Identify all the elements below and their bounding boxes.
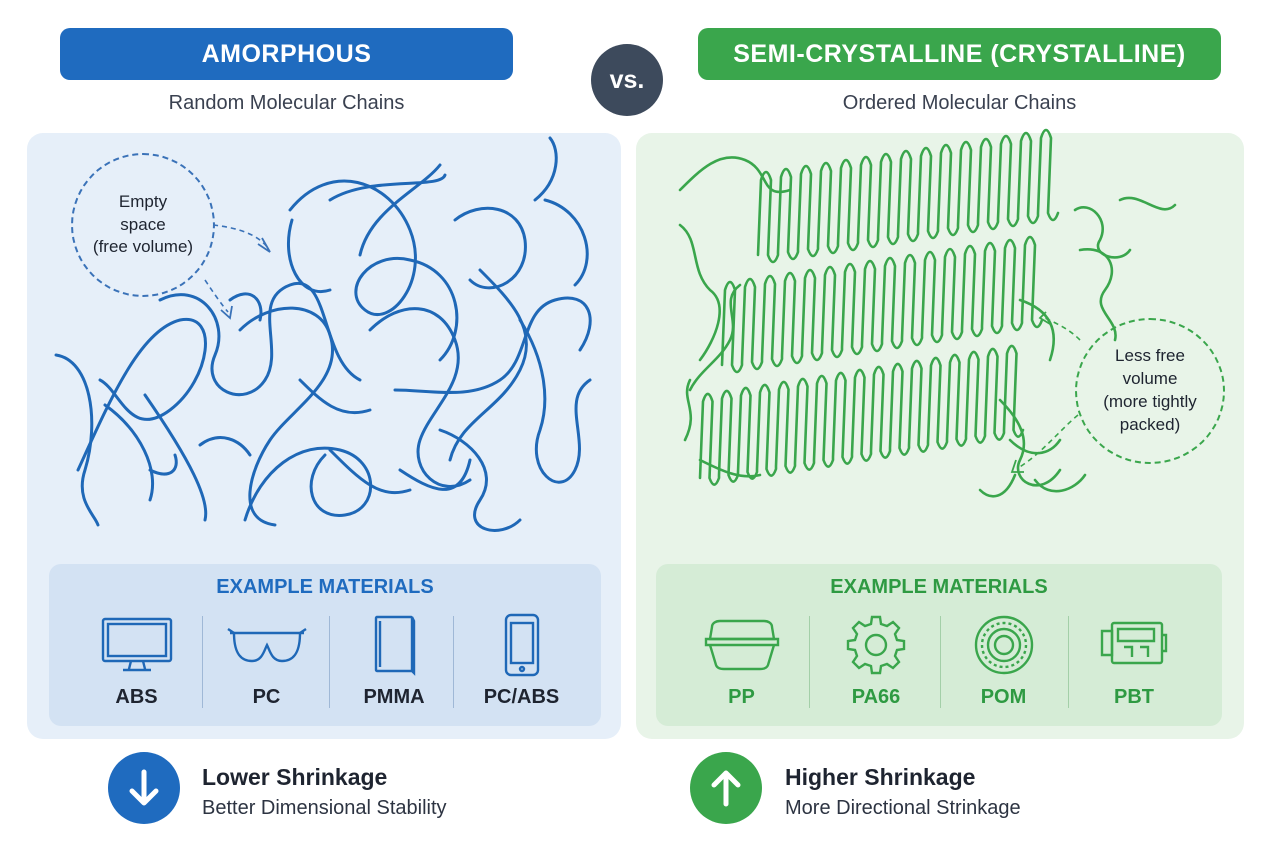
material-pc-abs: PC/ABS	[469, 612, 574, 716]
material-pbt: PBT	[1084, 612, 1184, 716]
vs-badge: vs.	[591, 44, 663, 116]
higher-shrinkage-title: Higher Shrinkage	[785, 764, 976, 790]
material-abs: ABS	[89, 612, 184, 716]
callout-line: Less free	[1115, 346, 1185, 366]
material-pa66: PA66	[826, 612, 926, 716]
divider	[809, 616, 810, 708]
callout-line: volume	[1122, 369, 1178, 389]
divider	[453, 616, 454, 708]
material-label: PC/ABS	[483, 686, 560, 708]
lower-shrinkage-title: Lower Shrinkage	[202, 764, 388, 790]
material-label: POM	[980, 686, 1027, 708]
monitor-icon	[99, 612, 175, 678]
free-volume-callout: Empty space (free volume)	[71, 153, 215, 297]
amorphous-title: AMORPHOUS	[60, 28, 513, 80]
lower-shrinkage-subtitle: Better Dimensional Stability	[202, 797, 447, 819]
semi-crystalline-subtitle: Ordered Molecular Chains	[842, 92, 1077, 114]
divider	[940, 616, 941, 708]
amorphous-subtitle: Random Molecular Chains	[168, 92, 405, 114]
higher-shrinkage-subtitle: More Directional Strinkage	[785, 797, 1021, 819]
material-label: PA66	[851, 686, 901, 708]
amorphous-examples: EXAMPLE MATERIALS ABS PC	[49, 564, 601, 726]
material-label: PC	[252, 686, 281, 708]
acrylic-sheet-icon	[370, 612, 418, 678]
divider	[329, 616, 330, 708]
arrow-down-icon	[108, 752, 180, 824]
smartphone-icon	[502, 612, 542, 678]
gear-icon	[844, 612, 908, 678]
material-label: ABS	[115, 686, 158, 708]
semi-crystalline-examples: EXAMPLE MATERIALS PP PA66	[656, 564, 1222, 726]
callout-line: (more tightly	[1103, 392, 1197, 411]
material-pc: PC	[219, 612, 314, 716]
material-pmma: PMMA	[344, 612, 444, 716]
callout-line: space	[120, 214, 166, 234]
divider	[1068, 616, 1069, 708]
callout-line: Empty	[118, 191, 168, 211]
material-label: PMMA	[363, 686, 425, 708]
material-pom: POM	[956, 612, 1051, 716]
bearing-icon	[972, 612, 1036, 678]
callout-line: (free volume)	[92, 237, 194, 257]
material-label: PBT	[1114, 686, 1154, 708]
examples-title: EXAMPLE MATERIALS	[830, 576, 1048, 598]
material-label: PP	[728, 686, 755, 708]
material-pp: PP	[694, 612, 789, 716]
semi-crystalline-title: SEMI-CRYSTALLINE (CRYSTALLINE)	[698, 28, 1221, 80]
arrow-up-icon	[690, 752, 762, 824]
safety-glasses-icon	[226, 612, 308, 678]
examples-title: EXAMPLE MATERIALS	[216, 576, 434, 598]
divider	[202, 616, 203, 708]
connector-icon	[1098, 612, 1170, 678]
less-free-volume-callout: Less free volume (more tightly packed)	[1075, 318, 1225, 464]
food-container-icon	[702, 612, 782, 678]
callout-line: packed)	[1119, 414, 1181, 434]
